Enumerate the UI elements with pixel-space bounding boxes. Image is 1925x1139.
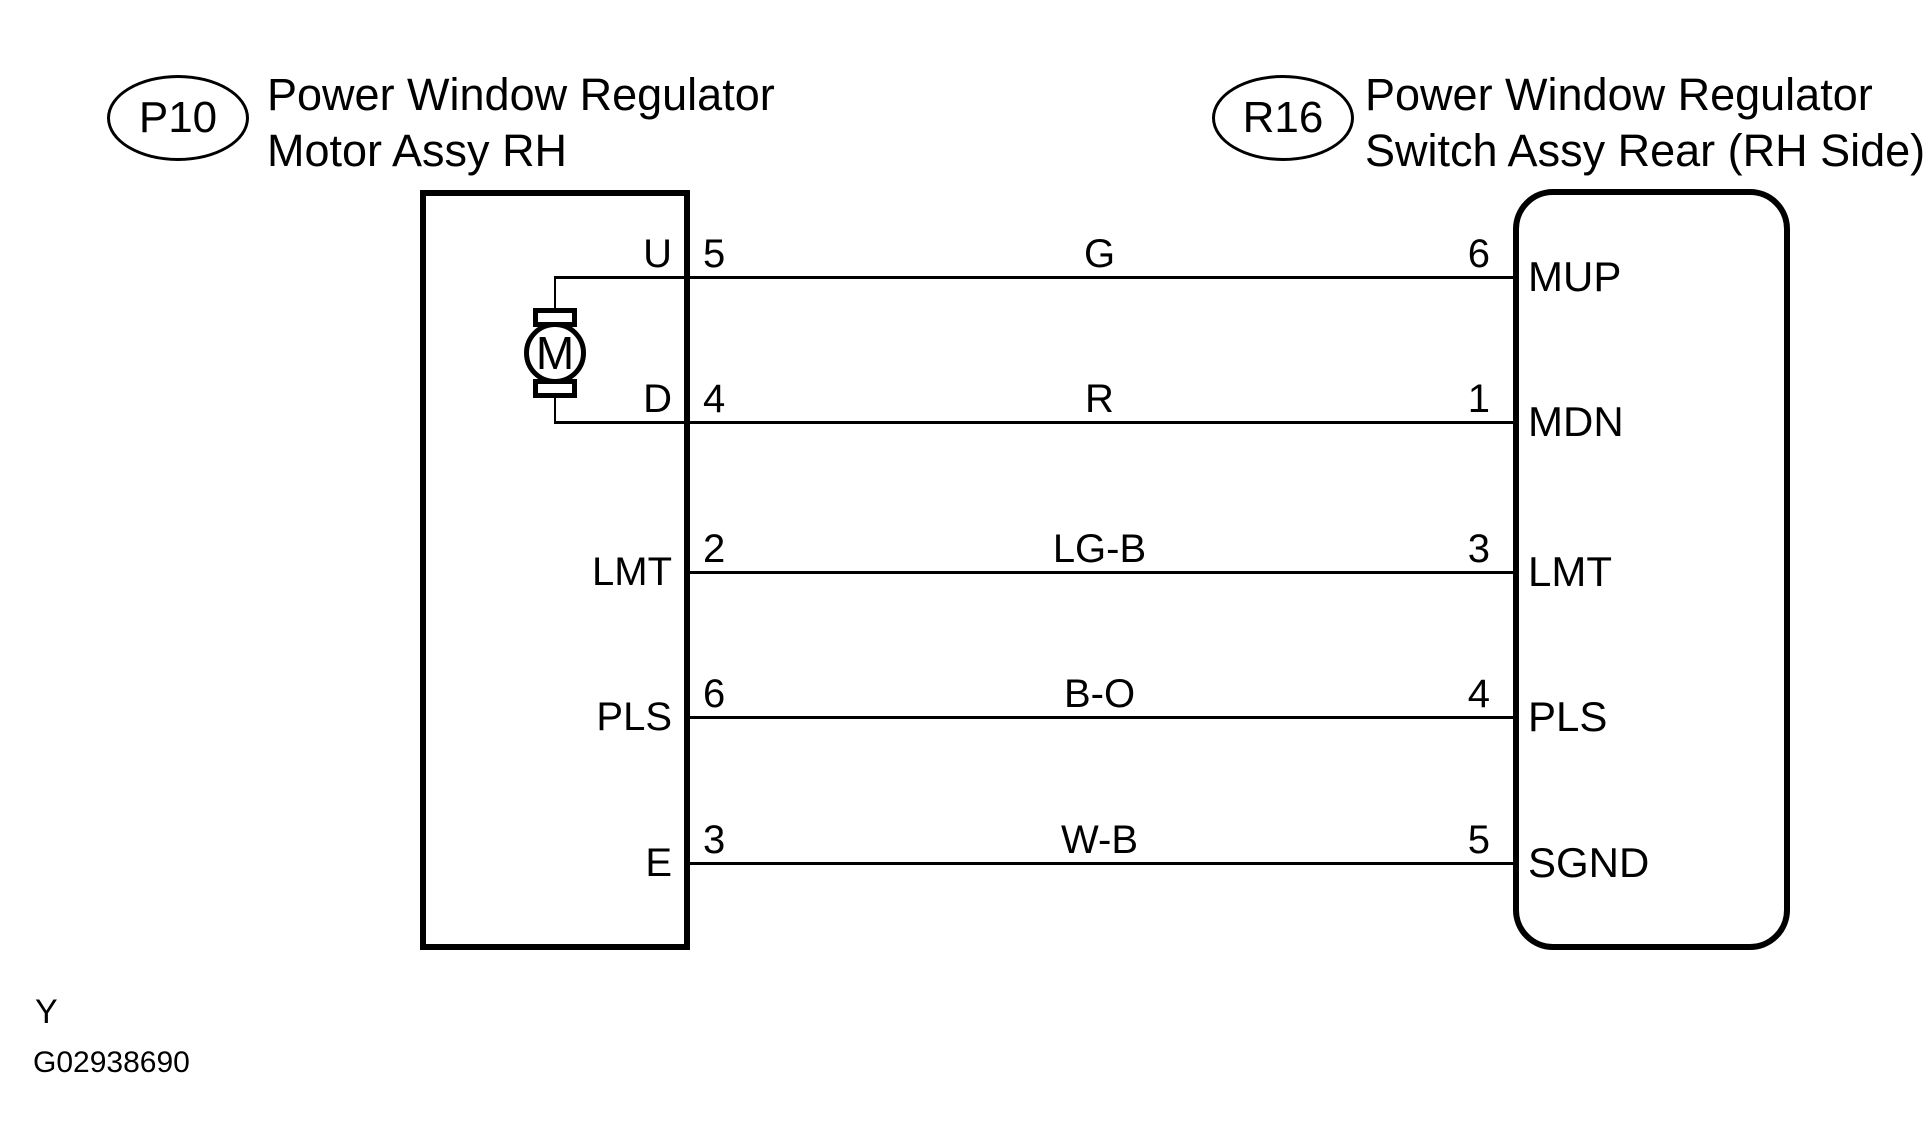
wire-line-lg-b [686,571,1513,574]
left-pin-label: LMT [592,550,672,594]
left-pin-label: U [643,232,672,276]
right-pin-number: 3 [1467,527,1490,571]
left-pin-number: 5 [703,232,726,276]
motor-icon: M [524,322,586,384]
left-connector-code-badge: P10 [107,75,249,161]
right-terminal-label: MUP [1528,253,1622,300]
right-connector-title-line2: Switch Assy Rear (RH Side) [1365,125,1925,176]
wire-color-label: R [1085,377,1114,421]
left-pin-label: PLS [596,695,672,739]
right-terminal-label: LMT [1528,548,1612,595]
wire-line-w-b [686,862,1513,865]
right-connector-code-badge: R16 [1212,75,1354,161]
right-terminal-label: SGND [1528,839,1650,886]
left-connector-title: Power Window Regulator Motor Assy RH [267,67,775,179]
motor-symbol-letter: M [535,327,575,379]
motor-lead-up [554,276,556,312]
right-connector-title: Power Window Regulator Switch Assy Rear … [1365,67,1925,179]
wire-color-label: LG-B [1052,527,1147,571]
right-connector-body [1513,189,1790,950]
wire-color-label: B-O [1063,672,1136,716]
left-pin-number: 6 [703,672,726,716]
motor-lead-down [554,393,556,423]
wire-color-label: G [1083,232,1116,276]
right-connector-code: R16 [1242,93,1324,142]
right-terminal-label: PLS [1528,693,1608,740]
wire-line-r [554,421,1513,424]
left-pin-number: 4 [703,377,726,421]
left-connector-title-line2: Motor Assy RH [267,125,568,176]
left-connector-code: P10 [138,93,218,142]
right-pin-number: 5 [1467,818,1490,862]
right-connector-title-line1: Power Window Regulator [1365,69,1873,120]
right-terminal-label: MDN [1528,398,1624,445]
wire-color-label: W-B [1060,818,1139,862]
wire-line-b-o [686,716,1513,719]
right-pin-number: 6 [1467,232,1490,276]
left-pin-number: 2 [703,527,726,571]
left-pin-number: 3 [703,818,726,862]
left-pin-label: E [645,841,672,885]
footer-marker: Y [35,993,58,1031]
figure-id: G02938690 [33,1046,190,1079]
left-pin-label: D [643,377,672,421]
right-pin-number: 1 [1467,377,1490,421]
wire-line-g [554,276,1513,279]
right-pin-number: 4 [1467,672,1490,716]
left-connector-title-line1: Power Window Regulator [267,69,775,120]
